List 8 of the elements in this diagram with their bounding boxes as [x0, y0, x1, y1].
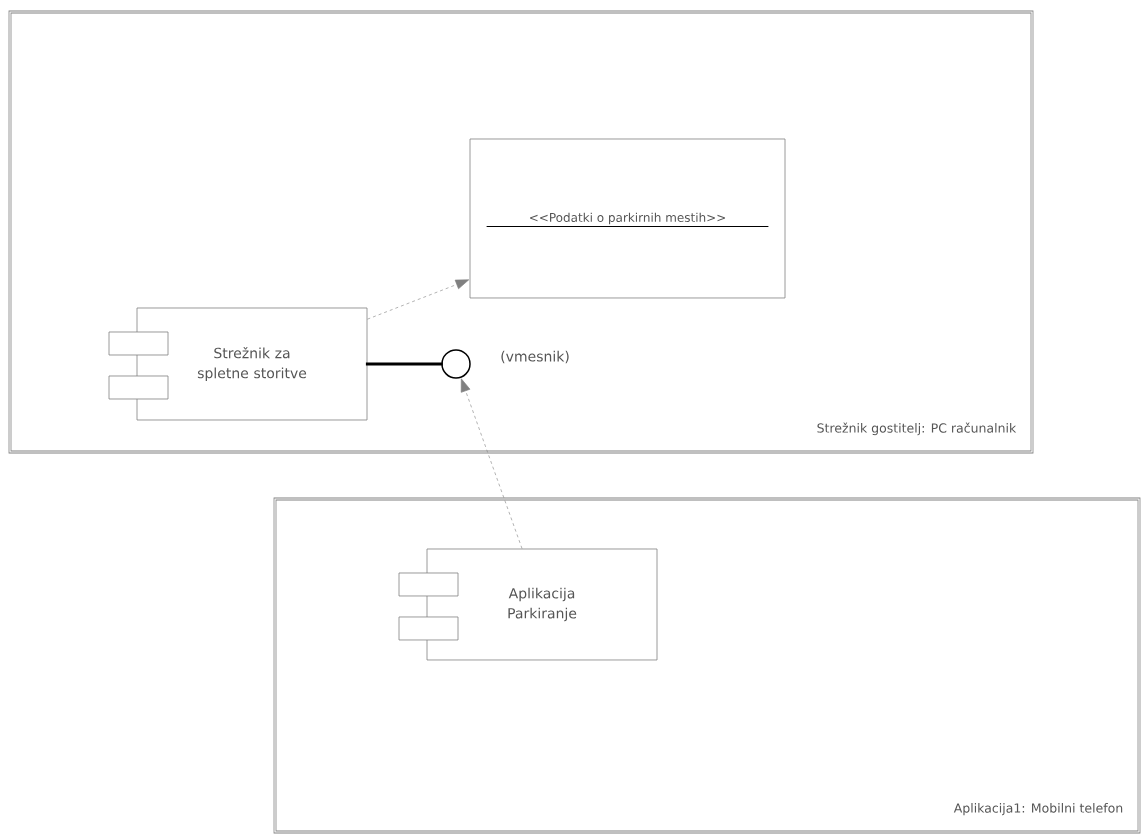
component-box: Aplikacija Parkiranje	[398, 548, 658, 661]
interface-label: (vmesnik)	[501, 350, 569, 364]
component-box: Strežnik za spletne storitve	[108, 307, 368, 421]
connector-line	[365, 362, 443, 366]
dependency-arrow	[460, 378, 523, 549]
dependency-arrow	[367, 279, 470, 320]
interface-circle	[441, 349, 471, 379]
object-box: <<Podatki o parkirnih mestih>>	[469, 138, 786, 299]
